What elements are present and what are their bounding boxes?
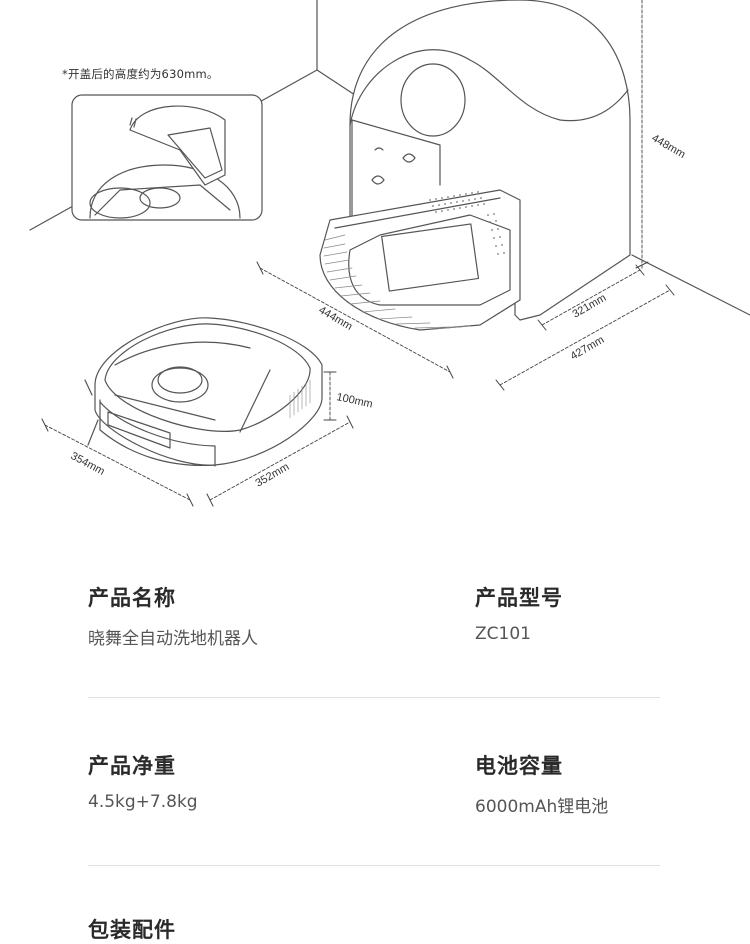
spec-model: 产品型号 ZC101 xyxy=(475,582,563,644)
dim-tray-length: 444mm xyxy=(317,304,355,333)
divider xyxy=(88,865,660,866)
spec-net-weight: 产品净重 4.5kg+7.8kg xyxy=(88,750,198,812)
package-accessories-heading: 包装配件 xyxy=(88,918,176,942)
spec-label: 产品净重 xyxy=(88,754,176,778)
spec-value: 晓舞全自动洗地机器人 xyxy=(88,629,258,649)
spec-label: 产品型号 xyxy=(475,586,563,610)
spec-value: ZC101 xyxy=(475,624,531,644)
dim-robot-height: 100mm xyxy=(335,391,373,410)
dim-station-depth: 321mm xyxy=(571,292,609,321)
open-lid-height-note: *开盖后的高度约为630mm。 xyxy=(62,67,219,81)
inset-open-lid-view xyxy=(71,94,263,221)
divider xyxy=(88,697,660,698)
robot-vacuum-illustration xyxy=(84,317,323,467)
spec-label: 产品名称 xyxy=(88,586,176,610)
dim-station-height: 448mm xyxy=(650,132,688,161)
spec-label: 电池容量 xyxy=(475,754,563,778)
product-dimension-diagram: 448mm 321mm 427mm 444mm 100mm 354mm 352m… xyxy=(29,0,750,507)
spec-battery: 电池容量 6000mAh锂电池 xyxy=(475,750,608,817)
spec-value: 4.5kg+7.8kg xyxy=(88,792,198,812)
dimension-lines xyxy=(44,0,671,501)
spec-product-name: 产品名称 晓舞全自动洗地机器人 xyxy=(88,582,258,649)
base-station-illustration xyxy=(319,0,631,331)
dim-station-width: 427mm xyxy=(569,334,607,363)
spec-value: 6000mAh锂电池 xyxy=(475,797,609,817)
